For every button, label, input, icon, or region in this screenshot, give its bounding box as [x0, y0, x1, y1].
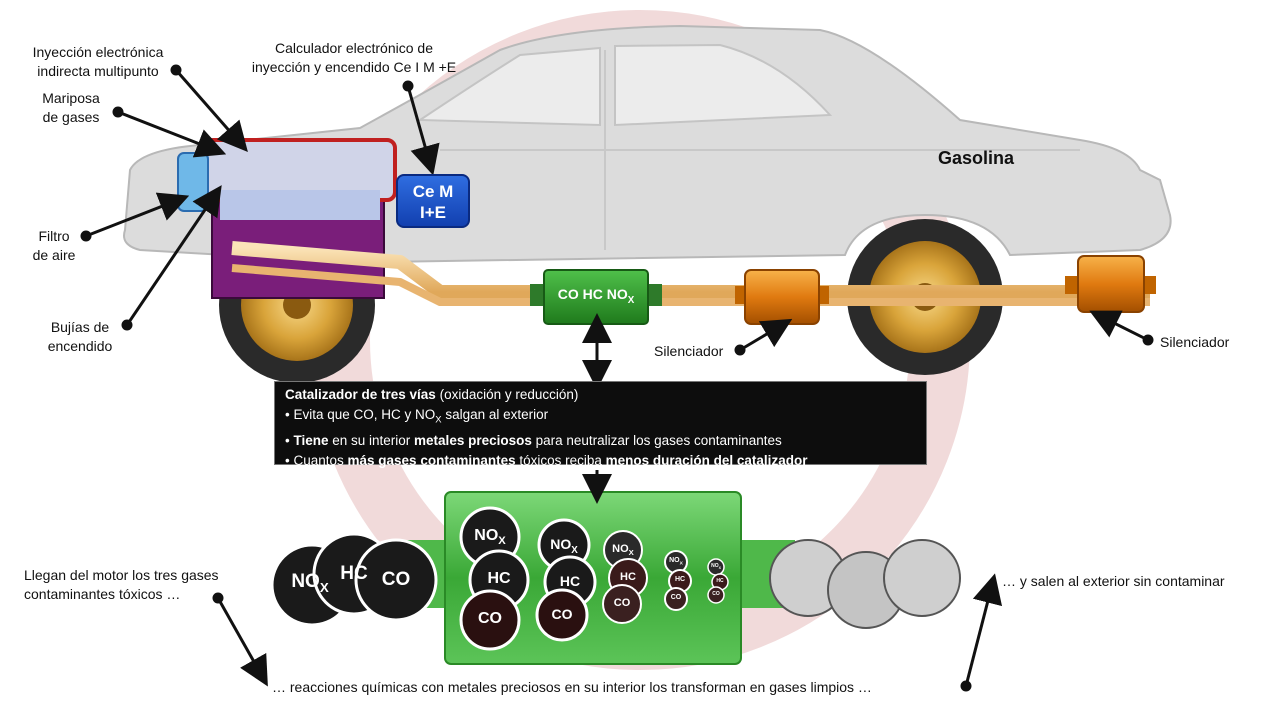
- info-line-3-text-1: • Cuantos: [285, 452, 348, 468]
- ecu-box: Ce M I+E: [396, 174, 470, 228]
- incoming-nox-sub: X: [319, 579, 329, 595]
- stack3-nox-main: NO: [612, 543, 629, 555]
- label-bujias-line1: Bujías de: [50, 319, 110, 335]
- info-line-2-text-1: en su interior: [328, 432, 415, 448]
- label-salen: … y salen al exterior sin contaminar: [1002, 573, 1225, 589]
- label-calculador-line1: Calculador electrónico de: [275, 40, 433, 56]
- info-line-1-post: salgan al exterior: [441, 407, 549, 422]
- stack2-nox-main: NO: [550, 536, 572, 552]
- outgoing-clean-gases: [769, 539, 961, 629]
- label-llegan-line2: contaminantes tóxicos …: [24, 586, 181, 602]
- label-filtro-line2: de aire: [32, 247, 76, 263]
- stack4-hc: HC: [674, 576, 686, 583]
- stack1-nox-sub: X: [498, 535, 506, 548]
- stack3-nox-sub: X: [628, 548, 634, 558]
- pointer-arrows: [80, 64, 1154, 692]
- stack4-nox: NOX: [665, 557, 687, 566]
- stack5-nox-main: NO: [711, 563, 719, 569]
- info-title-bold: Catalizador de tres vías: [285, 387, 436, 402]
- label-filtro: Filtro de aire: [26, 227, 82, 265]
- info-line-3-bold-2: menos duración del catalizador: [605, 452, 808, 468]
- molecule-stack-2: [535, 518, 597, 642]
- label-silenciador-1: Silenciador: [654, 343, 724, 359]
- info-line-3-text-2: tóxicos reciba: [515, 452, 606, 468]
- label-llegan: Llegan del motor los tres gases contamin…: [24, 566, 219, 604]
- stack4-nox-sub: X: [679, 561, 683, 567]
- info-line-1: • Evita que CO, HC y NOX salgan al exter…: [285, 405, 926, 431]
- label-gasolina: Gasolina: [938, 148, 1015, 168]
- label-mariposa-line1: Mariposa: [42, 90, 100, 106]
- catalyst-small-label-sub: X: [627, 294, 635, 306]
- stack1-co: CO: [478, 610, 502, 627]
- info-title: Catalizador de tres vías (oxidación y re…: [285, 385, 926, 405]
- info-line-2: • Tiene en su interior metales preciosos…: [285, 432, 782, 448]
- label-inyeccion-line2: indirecta multipunto: [37, 63, 159, 79]
- stack3-co: CO: [613, 597, 631, 609]
- molecule-stack-1: [459, 506, 530, 651]
- catalyst-small-label: CO HC NOX: [544, 286, 648, 306]
- muffler-2: [1065, 255, 1156, 313]
- stack2-hc: HC: [559, 573, 581, 589]
- stack3-hc: HC: [620, 571, 636, 583]
- incoming-hc: HC: [340, 563, 368, 584]
- ecu-line1: Ce M: [412, 182, 454, 201]
- stack3-nox: NOX: [604, 543, 642, 557]
- car-body: [123, 24, 1172, 264]
- incoming-co: CO: [381, 569, 411, 590]
- stack4-co: CO: [670, 594, 682, 601]
- label-silenciador-2: Silenciador: [1160, 334, 1230, 350]
- stack2-nox: NOX: [539, 536, 589, 556]
- stack5-co: CO: [712, 591, 720, 597]
- label-inyeccion: Inyección electrónica indirecta multipun…: [22, 43, 174, 81]
- label-calculador-line2: inyección y encendido Ce I M +E: [251, 59, 457, 75]
- info-title-rest: (oxidación y reducción): [435, 387, 579, 402]
- molecule-stack-3: [602, 530, 648, 624]
- incoming-gases: [270, 532, 438, 627]
- label-llegan-line1: Llegan del motor los tres gases: [24, 567, 219, 583]
- ecu-line2: I+E: [420, 203, 446, 222]
- stack2-nox-sub: X: [571, 544, 578, 556]
- stack5-nox-sub: X: [718, 566, 721, 570]
- incoming-nox-main: NO: [291, 571, 320, 592]
- stack5-hc: HC: [716, 578, 724, 584]
- stack1-nox: NOX: [461, 527, 519, 547]
- info-line-3: • Cuantos más gases contaminantes tóxico…: [285, 451, 926, 471]
- stack4-nox-main: NO: [669, 557, 680, 564]
- info-line-2-bold-1: Tiene: [293, 432, 329, 448]
- info-line-3-bold-1: más gases contaminantes: [347, 452, 516, 468]
- label-bujias: Bujías de encendido: [40, 318, 120, 356]
- label-mariposa: Mariposa de gases: [34, 89, 108, 127]
- stack1-nox-main: NO: [474, 527, 499, 544]
- air-filter: [177, 152, 209, 212]
- label-bujias-line2: encendido: [47, 338, 113, 354]
- label-calculador: Calculador electrónico de inyección y en…: [236, 39, 472, 77]
- label-inyeccion-line1: Inyección electrónica: [32, 44, 164, 60]
- catalyst-info-box: Catalizador de tres vías (oxidación y re…: [274, 381, 927, 468]
- label-reacciones: … reacciones químicas con metales precio…: [272, 679, 872, 695]
- muffler-1: [735, 269, 829, 325]
- info-line-1-pre: • Evita que CO, HC y NO: [285, 407, 436, 422]
- catalyst-small-label-main: CO HC NO: [557, 286, 628, 302]
- stack1-hc: HC: [487, 570, 511, 587]
- info-line-2-bold-2: metales preciosos: [414, 432, 532, 448]
- molecule-stack-4: [664, 550, 692, 611]
- info-line-1-sub: X: [435, 414, 442, 426]
- incoming-nox: NOX: [278, 571, 342, 595]
- label-mariposa-line2: de gases: [42, 109, 100, 125]
- stack5-nox: NOX: [708, 563, 724, 570]
- label-filtro-line1: Filtro: [38, 228, 70, 244]
- info-line-2-text-2: para neutralizar los gases contaminantes: [531, 432, 782, 448]
- stack2-co: CO: [551, 606, 573, 622]
- molecule-stack-5: [707, 558, 729, 604]
